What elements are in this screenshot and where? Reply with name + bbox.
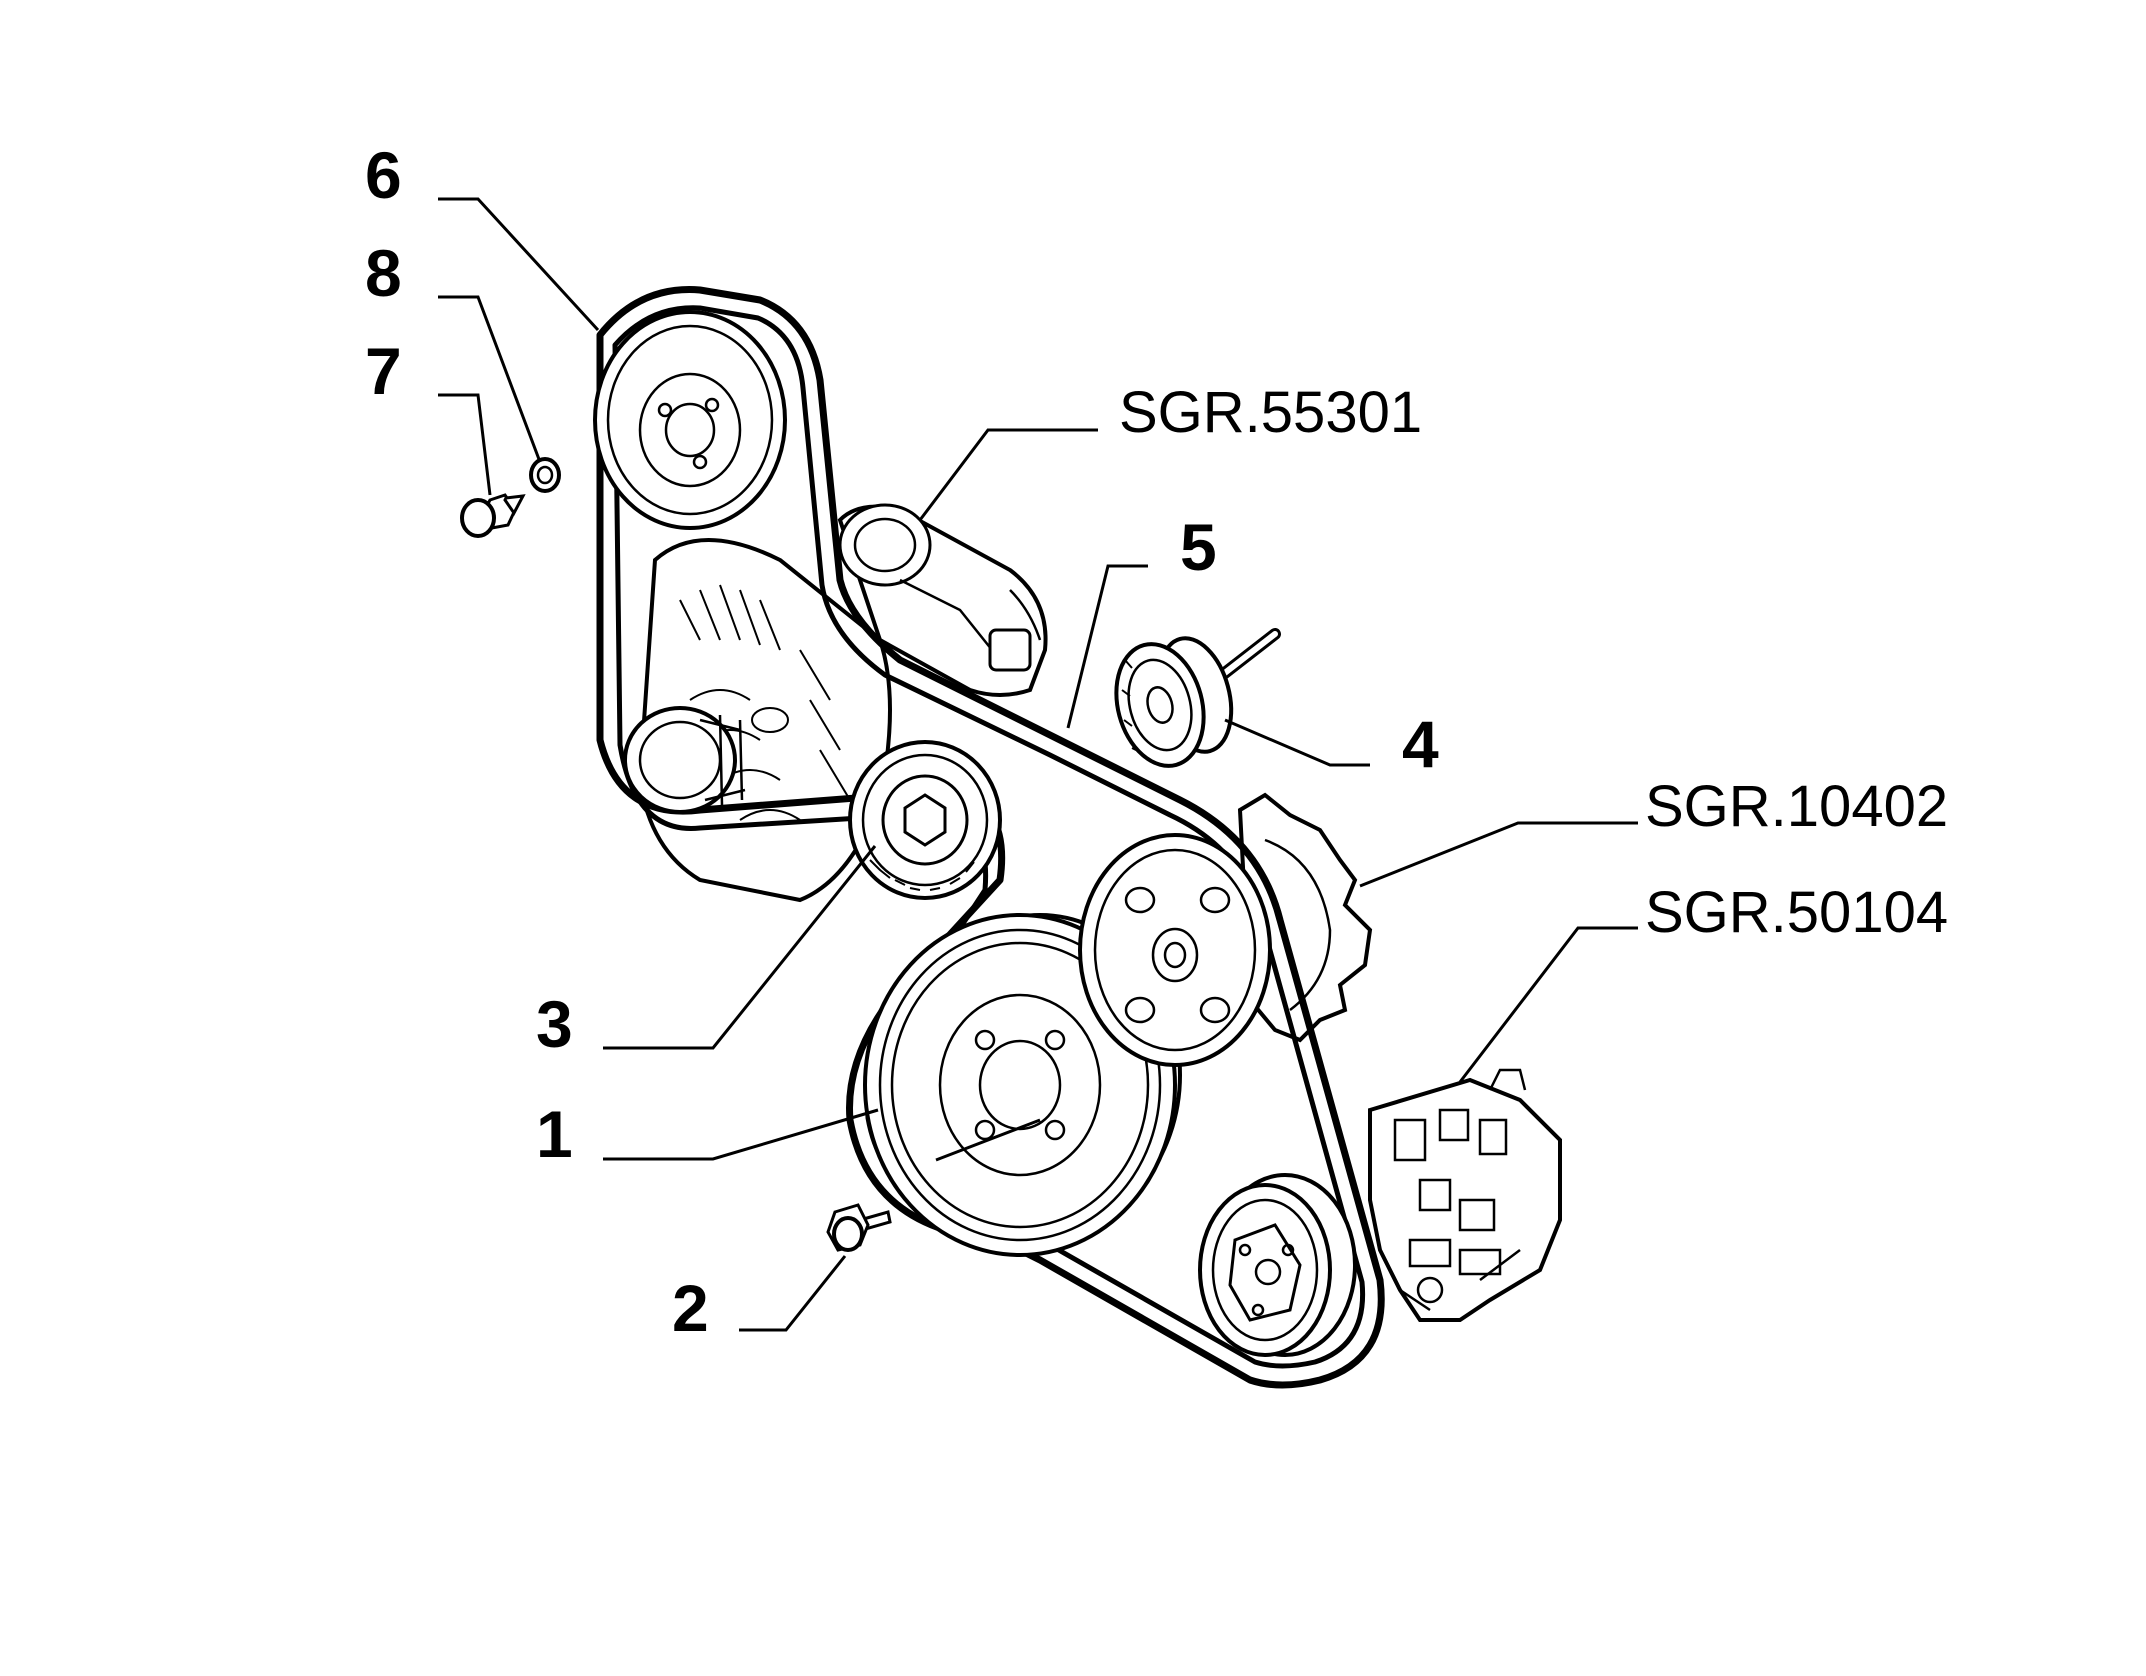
- leader-7: [438, 393, 492, 496]
- callout-6: 6: [365, 138, 402, 212]
- callout-5: 5: [1180, 510, 1217, 584]
- leader-sgr55301: [918, 428, 1098, 521]
- leader-8: [438, 295, 542, 463]
- leader-lines: [438, 197, 1638, 1332]
- ref-sgr55301: SGR.55301: [1119, 380, 1422, 445]
- ref-sgr50104: SGR.50104: [1645, 880, 1948, 945]
- upper-pulley: [593, 310, 787, 530]
- leader-2: [739, 1255, 847, 1332]
- callout-8: 8: [365, 236, 402, 310]
- water-pump-pulley: [1078, 833, 1272, 1067]
- idler-pulley-3: [848, 740, 1002, 900]
- bolt-2: [826, 1203, 892, 1252]
- leader-4: [1224, 718, 1370, 767]
- idler-roller-4: [1114, 628, 1281, 768]
- injection-pump-pulley: [1198, 1173, 1357, 1357]
- callout-1: 1: [536, 1097, 573, 1171]
- washer-8: [529, 457, 561, 493]
- callouts: 6 8 7 5 4 3 1 2 SGR.55301 SGR.10402 SGR.…: [365, 138, 1948, 1345]
- leader-6: [438, 197, 600, 332]
- injection-pump: [1368, 1068, 1562, 1322]
- bolt-7: [460, 493, 526, 538]
- leader-5: [1066, 564, 1148, 729]
- water-pump-housing: [1237, 792, 1373, 1043]
- callout-7: 7: [365, 334, 402, 408]
- leader-1-inner: [935, 1118, 1041, 1162]
- callout-3: 3: [536, 987, 573, 1061]
- leader-1: [603, 1108, 879, 1161]
- callout-4: 4: [1402, 707, 1439, 781]
- callout-2: 2: [672, 1271, 709, 1345]
- leader-3: [603, 845, 877, 1050]
- leader-sgr10402: [1359, 821, 1638, 888]
- leader-sgr50104: [1458, 926, 1638, 1083]
- alternator-pulley: [623, 706, 746, 814]
- ref-sgr10402: SGR.10402: [1645, 774, 1948, 839]
